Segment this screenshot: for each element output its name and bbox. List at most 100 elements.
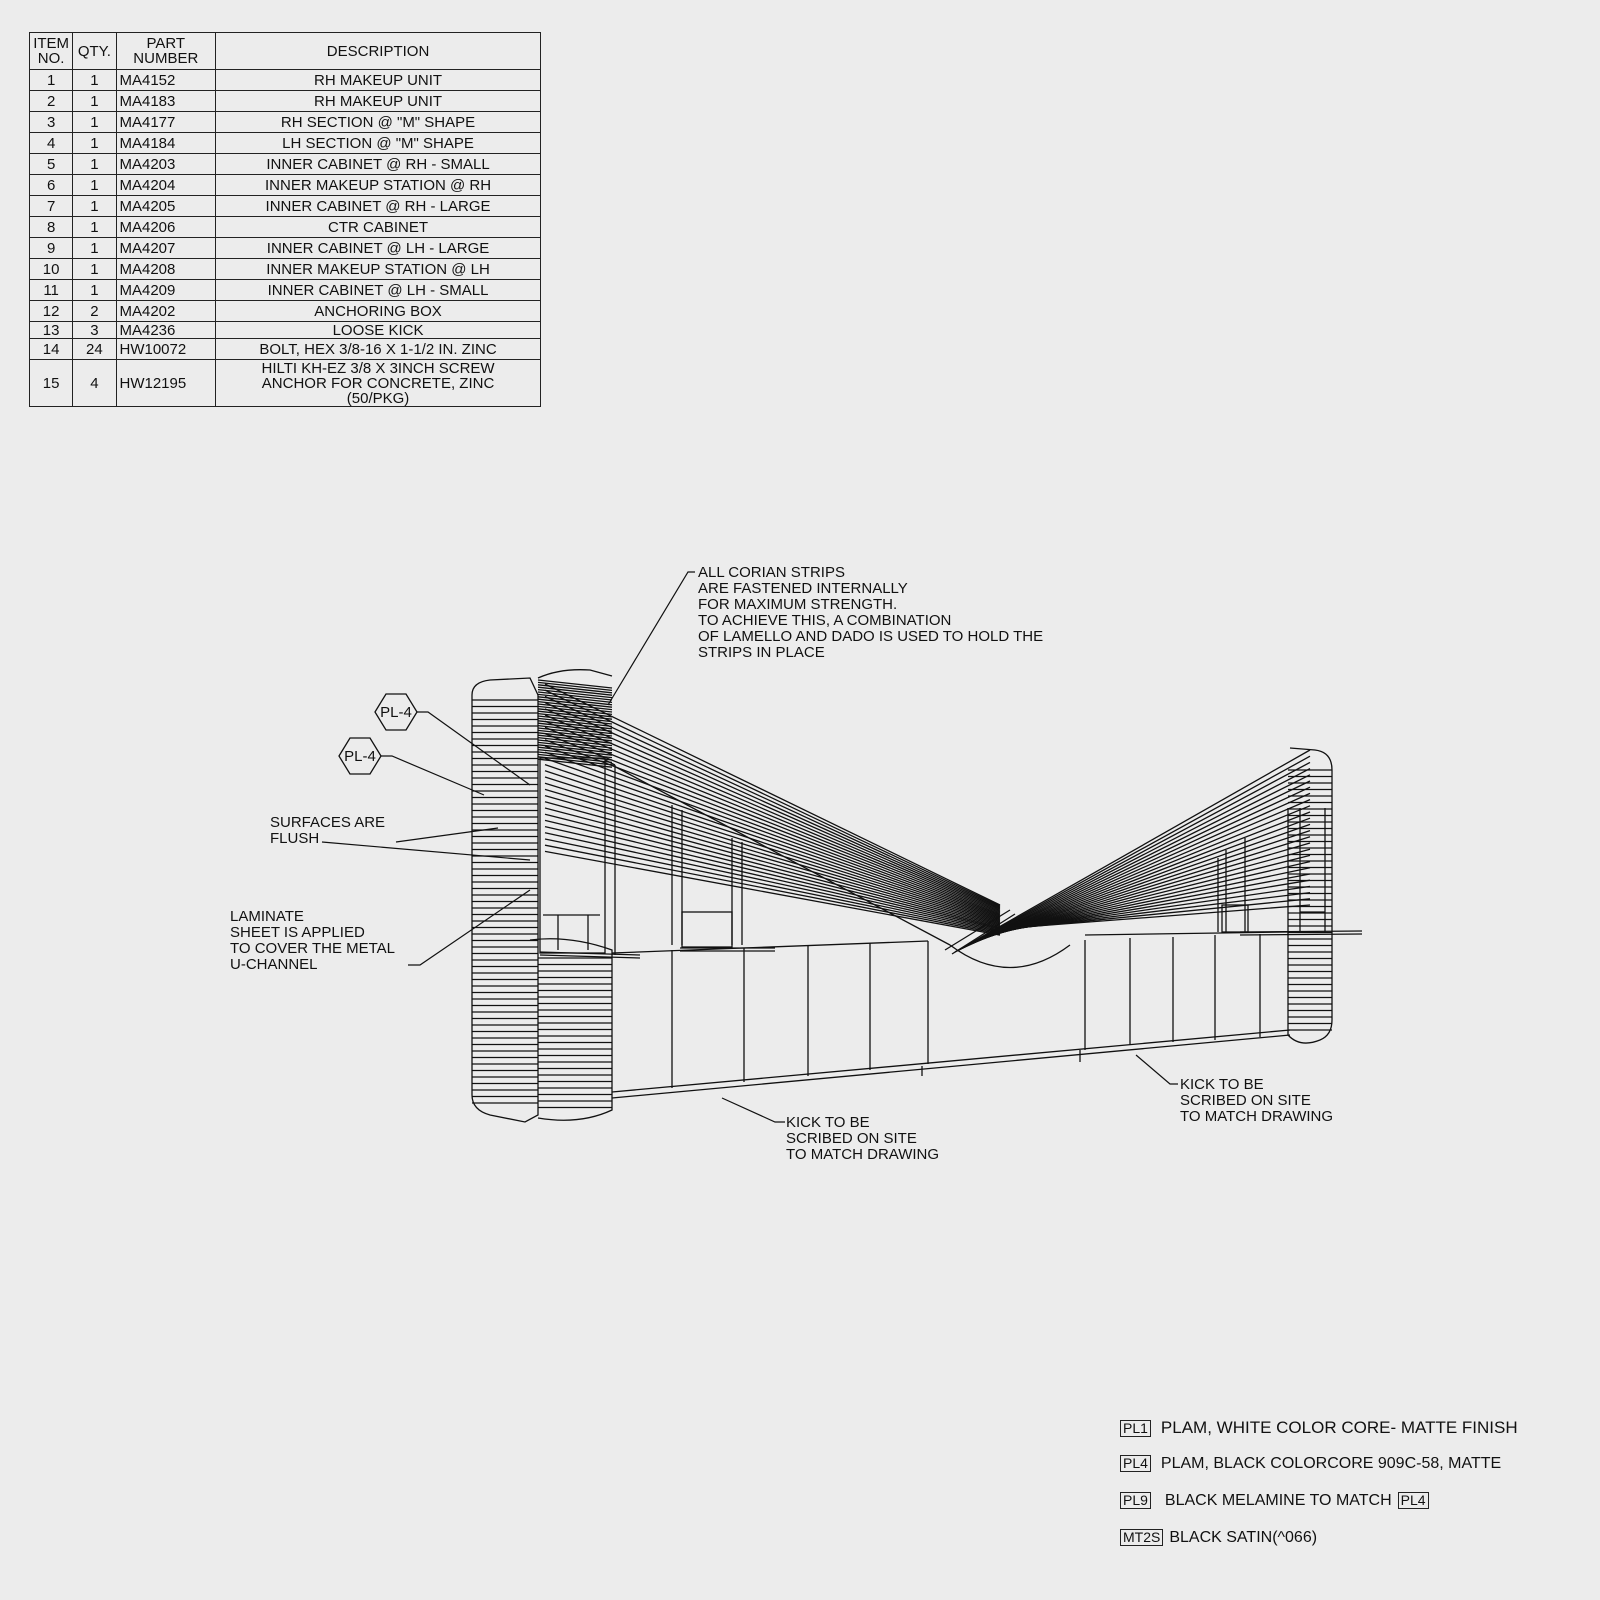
strip-line [971,805,1311,945]
strip-line [537,712,613,723]
strip-line [544,813,1001,930]
strip-line [544,850,1001,936]
strip-line [544,832,1001,933]
legend-row-pl9: PL9 BLACK MELAMINE TO MATCH PL4 [1120,1492,1429,1510]
strip-line [537,679,613,689]
note-line: TO ACHIEVE THIS, A COMBINATION [698,612,952,629]
strip-line [537,744,613,754]
bom-description: INNER CABINET @ RH - SMALL [215,153,541,175]
strip-line [537,751,613,761]
legend-text: BLACK MELAMINE TO MATCH [1164,1492,1392,1509]
legend-tag: MT2S [1120,1529,1164,1546]
strip-line [544,751,1001,918]
note-line: TO MATCH DRAWING [786,1146,940,1163]
strip-line [544,763,1001,921]
strip-line [1001,904,1311,930]
strip-line [544,819,1001,931]
note-line: SURFACES ARE [270,814,386,831]
legend-suffix-tag: PL4 [1397,1492,1429,1509]
strip-line [544,689,1001,907]
strip-line [544,702,1001,909]
strip-line [544,838,1001,934]
strip-line [544,720,1001,913]
header-description: DESCRIPTION [215,32,541,70]
corian-strips [472,679,1332,1109]
strip-line [982,842,1311,939]
strip-line [544,695,1001,908]
bom-part-number: MA4204 [115,174,217,196]
strip-line [980,836,1311,940]
note-line: TO MATCH DRAWING [1180,1108,1334,1125]
note-line: LAMINATE [230,908,304,925]
strip-line [537,681,613,692]
note-line: ARE FASTENED INTERNALLY [698,580,908,597]
strip-line [978,829,1311,941]
strip-line [544,714,1001,912]
strip-line [537,696,613,706]
strip-line [962,774,1311,949]
bom-item-no: 14 [28,338,74,360]
note-line: SCRIBED ON SITE [786,1130,917,1147]
bom-qty: 1 [72,258,117,280]
strip-line [964,780,1311,948]
bom-part-number: MA4236 [115,321,217,339]
strip-line [975,817,1311,943]
bom-description: INNER CABINET @ RH - LARGE [215,195,541,217]
legend-row-mt2s: MT2S BLACK SATIN(^066) [1120,1529,1317,1547]
strip-line [544,776,1001,923]
bom-description: ANCHORING BOX [215,300,541,322]
strip-line [544,788,1001,925]
note-line: SHEET IS APPLIED [230,924,365,941]
bom-qty: 4 [72,359,117,407]
strip-line [544,726,1001,914]
strip-line [954,749,1311,953]
legend-tag: PL1 [1120,1420,1151,1437]
bom-description: LOOSE KICK [215,321,541,339]
legend-tag: PL9 [1120,1492,1151,1509]
bom-part-number: MA4177 [115,111,217,133]
strip-line [967,792,1311,947]
strip-line [537,686,613,696]
strip-line [544,801,1001,927]
note-line: FOR MAXIMUM STRENGTH. [698,596,898,613]
legend-text: BLACK SATIN(^066) [1169,1529,1318,1546]
pl4-tag-2-text: PL-4 [344,748,376,765]
pl4-hex-tag-1: PL-4 [374,693,418,731]
strip-line [544,757,1001,920]
note-line: KICK TO BE [1180,1076,1264,1093]
bom-part-number: HW10072 [115,338,217,360]
strip-line [544,708,1001,911]
strip-line [956,755,1311,952]
strip-line [960,768,1311,950]
strip-line [544,745,1001,917]
strip-line [544,782,1001,924]
strip-line [544,844,1001,935]
bom-part-number: HW12195 [115,359,217,407]
strip-line [537,732,613,742]
strip-line [544,794,1001,926]
bom-item-no: 13 [28,321,74,339]
bom-part-number: MA4206 [115,216,217,238]
leader-lines [321,571,1178,1123]
strip-line [544,732,1001,915]
note-line: U-CHANNEL [230,956,318,973]
strip-line [977,823,1311,942]
bom-description: BOLT, HEX 3/8-16 X 1-1/2 IN. ZINC [215,338,541,360]
strip-line [973,811,1311,944]
strip-line [537,698,613,708]
